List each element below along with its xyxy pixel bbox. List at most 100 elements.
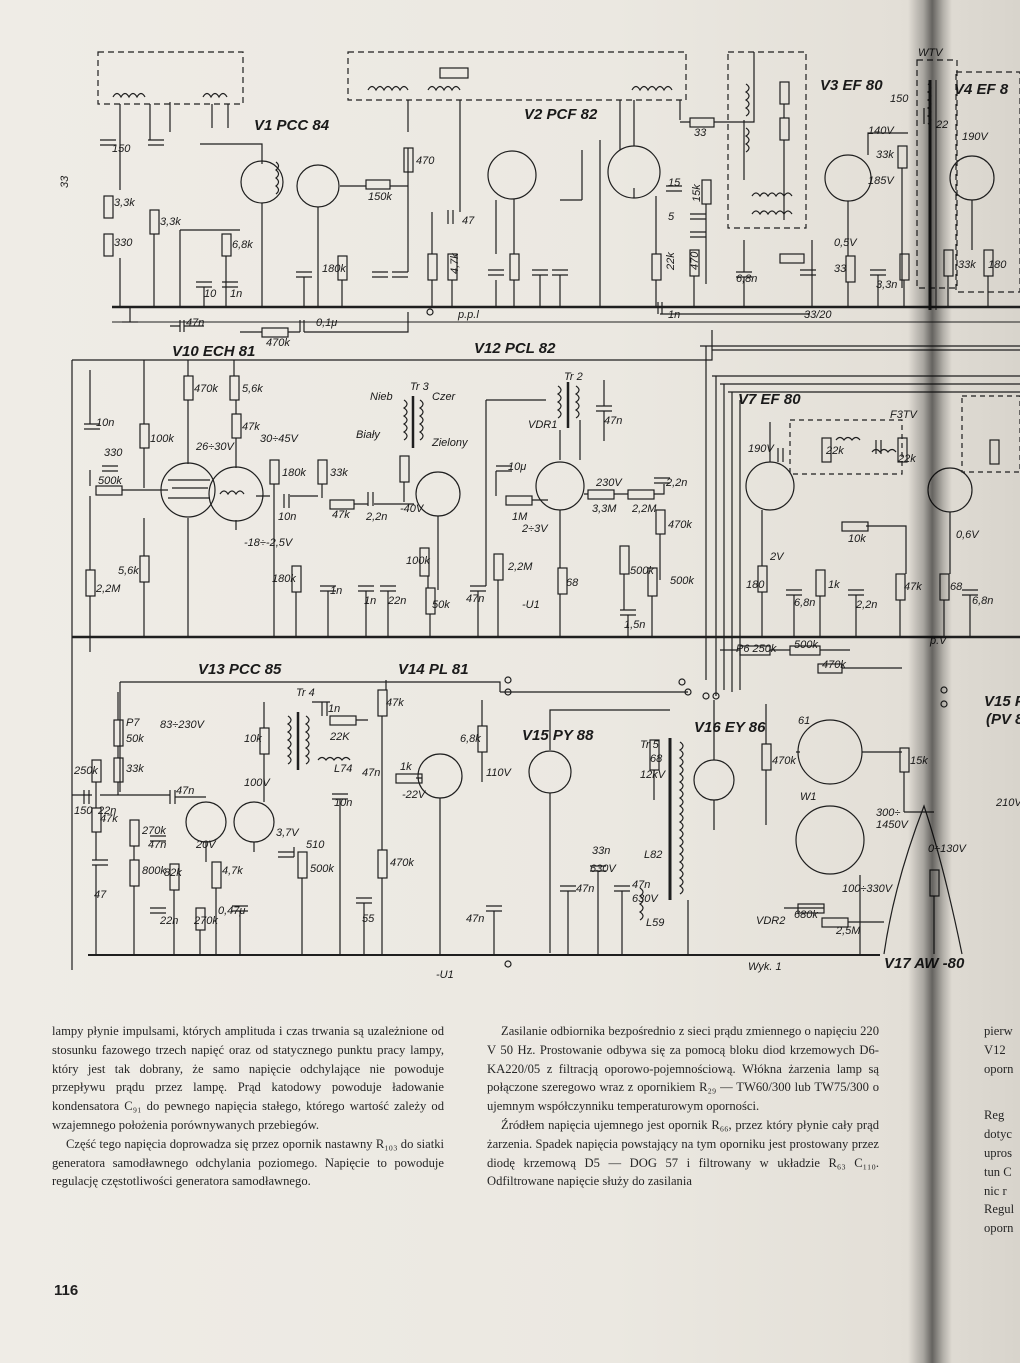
- label: 5,6k: [242, 383, 263, 395]
- label: 10: [204, 288, 217, 300]
- label: 33k: [958, 259, 976, 271]
- label: 2,2n: [365, 511, 387, 523]
- label: -18÷-2,5V: [244, 537, 294, 549]
- label: 1n: [230, 288, 242, 300]
- label: 100k: [150, 433, 174, 445]
- label: -22V: [402, 789, 427, 801]
- label: 47n: [604, 415, 622, 427]
- label: 0,5V: [834, 237, 858, 249]
- label: 83÷230V: [160, 719, 206, 731]
- label: 180: [746, 579, 765, 591]
- label: Biały: [356, 429, 381, 441]
- label: 22n: [97, 805, 116, 817]
- paragraph: Zasilanie odbiornika bezpośrednio z siec…: [487, 1024, 879, 1114]
- label: 470: [416, 155, 435, 167]
- tube-label-v13: V13 PCC 85: [198, 661, 282, 678]
- label: 10k: [848, 533, 866, 545]
- label: 5: [668, 211, 675, 223]
- label: Tr 5: [640, 739, 660, 751]
- label: 68: [650, 753, 663, 765]
- line-fragment: nic r: [984, 1183, 1007, 1198]
- label: 2V: [769, 551, 785, 563]
- label: 230V: [595, 477, 623, 489]
- label: 210V: [995, 797, 1020, 809]
- label: 61: [798, 715, 810, 727]
- line-fragment: dotyc: [984, 1127, 1012, 1142]
- paragraph: Część tego napięcia doprowadza się przez…: [52, 1136, 444, 1189]
- label: 630V: [590, 863, 617, 875]
- label: 500k: [310, 863, 334, 875]
- label: 82k: [164, 867, 182, 879]
- tube-label-v3: V3 EF 80: [820, 77, 883, 94]
- label: 20V: [195, 839, 217, 851]
- label: 22K: [329, 731, 350, 743]
- label: 500k: [794, 639, 818, 651]
- label: 47k: [904, 581, 922, 593]
- line-fragment: Regul: [984, 1202, 1015, 1217]
- line-fragment: oporn: [984, 1061, 1014, 1076]
- label: 47k: [332, 509, 350, 521]
- label: 10μ: [508, 461, 526, 473]
- line-fragment: tun C: [984, 1164, 1012, 1179]
- label: 185V: [868, 175, 895, 187]
- label: L82: [644, 849, 662, 861]
- label: 3,7V: [276, 827, 300, 839]
- tube-label-v2: V2 PCF 82: [524, 106, 598, 123]
- label: 22n: [387, 595, 406, 607]
- label: 500k: [630, 565, 654, 577]
- tube-label-v4: V4 EF 8: [954, 81, 1009, 98]
- label: 22k: [897, 453, 916, 465]
- label: 190V: [748, 443, 775, 455]
- label: 55: [362, 913, 375, 925]
- label: 47n: [466, 593, 484, 605]
- line-fragment: upros: [984, 1145, 1012, 1160]
- label: Zielony: [431, 437, 469, 449]
- label: 180: [988, 259, 1007, 271]
- label: 6,8n: [736, 273, 757, 285]
- label: p.V: [929, 635, 948, 647]
- label: 680k: [794, 909, 818, 921]
- label: 47: [462, 215, 475, 227]
- label: 140V: [868, 125, 895, 137]
- label: W1: [800, 791, 817, 803]
- label: 510: [306, 839, 325, 851]
- label: 50k: [432, 599, 450, 611]
- label: 0,6V: [956, 529, 980, 541]
- label: 22k: [665, 252, 677, 271]
- tube-label-v1: V1 PCC 84: [254, 117, 330, 134]
- label: 22k: [825, 445, 844, 457]
- label: P6 250k: [736, 643, 777, 655]
- label: 68: [950, 581, 963, 593]
- label: 6,8k: [232, 239, 253, 251]
- label: 470k: [390, 857, 414, 869]
- label: VDR1: [528, 419, 557, 431]
- label: WTV: [918, 47, 944, 59]
- label: 180k: [282, 467, 306, 479]
- label: 2,2M: [631, 503, 657, 515]
- label: P7: [126, 717, 140, 729]
- label: 33k: [330, 467, 348, 479]
- label: 22: [935, 119, 948, 131]
- label: 47n: [466, 913, 484, 925]
- label: 630V: [632, 893, 659, 905]
- label: 300÷: [876, 807, 900, 819]
- page-number: 116: [54, 1282, 79, 1299]
- label: 15k: [910, 755, 928, 767]
- label: 2,2n: [665, 477, 687, 489]
- text-column-middle: Zasilanie odbiornika bezpośrednio z siec…: [487, 1022, 879, 1191]
- label: 500k: [670, 575, 694, 587]
- label: Wyk. 1: [748, 961, 782, 973]
- label: 6,8n: [972, 595, 993, 607]
- label: 180k: [272, 573, 296, 585]
- label: 150: [890, 93, 909, 105]
- tube-label-v12: V12 PCL 82: [474, 340, 556, 357]
- label: 10k: [244, 733, 262, 745]
- label: -40V: [400, 503, 425, 515]
- label: 47n: [186, 317, 204, 329]
- label: 10n: [334, 797, 352, 809]
- label: 1450V: [876, 819, 909, 831]
- label: -U1: [436, 969, 454, 981]
- label: 1n: [364, 595, 376, 607]
- label: 47n: [176, 785, 194, 797]
